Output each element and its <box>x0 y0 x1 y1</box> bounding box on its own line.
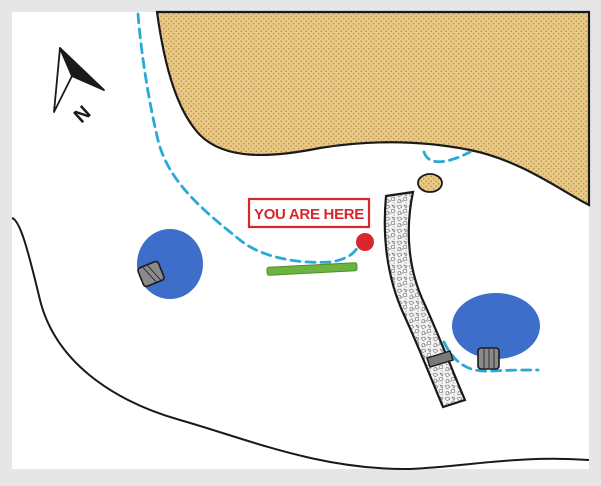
trail-path-north <box>422 150 472 164</box>
you-are-here-marker-icon <box>356 233 374 251</box>
boardwalk-icon <box>383 190 467 409</box>
bench-icon-east <box>477 347 500 370</box>
sand-island <box>417 173 443 193</box>
sand-region <box>155 10 591 207</box>
you-are-here-label: YOU ARE HERE <box>254 206 364 223</box>
bench-icon <box>137 260 165 288</box>
pond-west <box>137 229 203 299</box>
compass-arrow-icon <box>53 47 105 113</box>
shoreline <box>11 217 590 471</box>
green-marker-bar <box>266 262 358 276</box>
pond-east <box>452 293 540 359</box>
trail-path-east <box>442 340 540 373</box>
trail-path <box>136 12 360 264</box>
you-are-here-sign: YOU ARE HERE <box>247 197 371 229</box>
